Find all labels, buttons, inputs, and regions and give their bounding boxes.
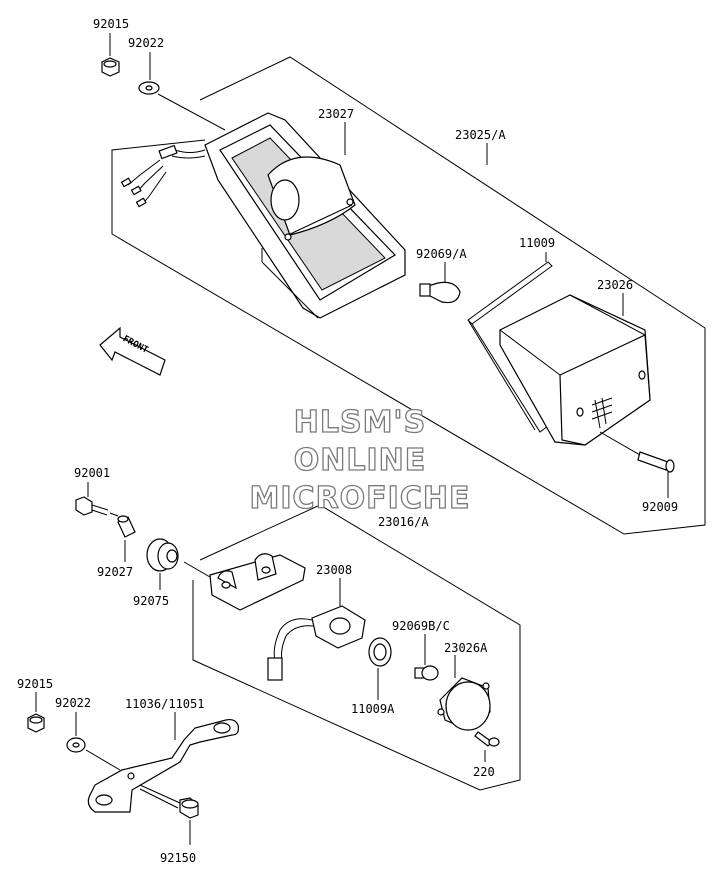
label-92069a: 92069/A [416, 247, 467, 261]
front-arrow-icon: FRONT [99, 326, 166, 376]
license-plate-bracket-11036[interactable] [87, 718, 239, 813]
label-92001: 92001 [74, 466, 110, 480]
label-23026: 23026 [597, 278, 633, 292]
label-92009: 92009 [642, 500, 678, 514]
label-92069b: 92069B/C [392, 619, 450, 633]
label-92022-bottom: 92022 [55, 696, 91, 710]
label-92075: 92075 [133, 594, 169, 608]
grommet-92075[interactable] [146, 538, 179, 572]
gasket-11009[interactable] [467, 261, 553, 433]
label-92015-top: 92015 [93, 17, 129, 31]
tail-light-wiring [120, 144, 206, 208]
label-23025: 23025/A [455, 128, 506, 142]
label-92022-top: 92022 [128, 36, 164, 50]
label-92027: 92027 [97, 565, 133, 579]
label-23008: 23008 [316, 563, 352, 577]
washer-92022-bottom[interactable] [66, 737, 86, 753]
screw-220[interactable] [474, 731, 500, 747]
socket-23008[interactable] [267, 605, 366, 681]
label-11009a: 11009A [351, 702, 395, 716]
collar-92027[interactable] [117, 515, 136, 538]
license-light-bracket[interactable] [209, 553, 306, 611]
watermark-line3: MICROFICHE [250, 481, 471, 516]
washer-92022-top[interactable] [138, 81, 160, 95]
bolt-92001[interactable] [75, 496, 109, 516]
gasket-11009a[interactable] [368, 637, 392, 667]
nut-92015-bottom[interactable] [27, 713, 45, 733]
label-92150: 92150 [160, 851, 196, 865]
label-11009: 11009 [519, 236, 555, 250]
assembly-outline-23025 [111, 56, 706, 535]
screw-92009[interactable] [637, 451, 675, 473]
bolt-92150[interactable] [139, 784, 199, 819]
tail-light-housing-23027[interactable] [204, 112, 406, 319]
watermark: HLSM'S ONLINE MICROFICHE [249, 404, 471, 516]
label-220: 220 [473, 765, 495, 779]
watermark-line2: ONLINE [294, 443, 427, 478]
lens-23026a[interactable] [437, 677, 491, 731]
bulb-92069[interactable] [419, 281, 461, 304]
assembly-outline-23016 [192, 504, 521, 791]
watermark-line1: HLSM'S [294, 405, 426, 440]
label-23026a: 23026A [444, 641, 488, 655]
part-labels: 92015 92022 23027 23025/A 92069/A 11009 … [17, 17, 678, 865]
label-11036: 11036/11051 [125, 697, 204, 711]
label-23016: 23016/A [378, 515, 429, 529]
label-92015-bottom: 92015 [17, 677, 53, 691]
bulb-92069b[interactable] [414, 665, 439, 681]
nut-92015-top[interactable] [101, 57, 120, 77]
label-23027: 23027 [318, 107, 354, 121]
lens-23026[interactable] [499, 294, 651, 446]
